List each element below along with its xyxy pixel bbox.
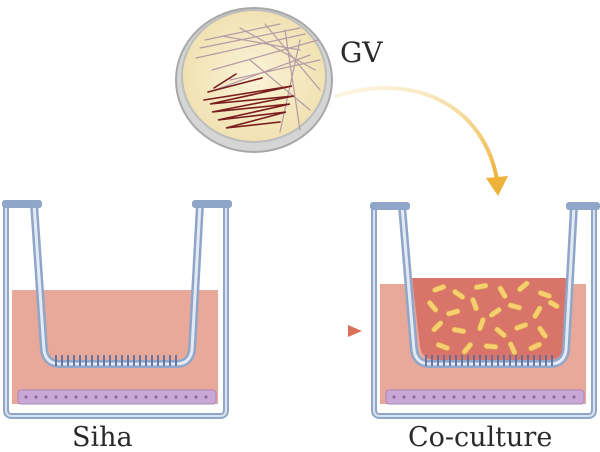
straight-arrow	[244, 325, 362, 337]
membrane	[55, 355, 177, 366]
left-well	[2, 200, 232, 419]
curved-arrow	[334, 86, 508, 196]
membrane	[425, 355, 553, 366]
streak-lines-light	[195, 23, 321, 133]
cell-layer	[385, 389, 585, 405]
cell-layer	[17, 389, 217, 405]
streak-lines-dark	[203, 73, 295, 129]
right-well	[370, 202, 600, 419]
petri-dish	[175, 7, 333, 153]
left-well-label: Siha	[72, 422, 133, 452]
bacteria-label: GV	[340, 36, 383, 69]
bacteria-rods	[426, 280, 560, 356]
right-well-label: Co-culture	[408, 422, 552, 452]
